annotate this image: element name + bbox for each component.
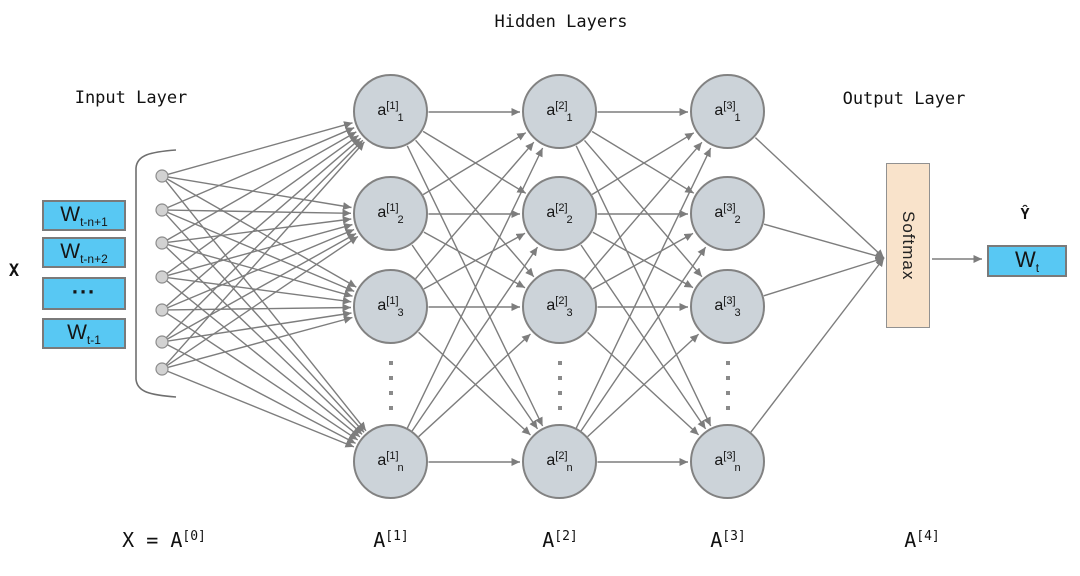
softmax-label: Softmax [899, 210, 918, 281]
output-box-wt: Wt [987, 245, 1067, 277]
hidden-node-a[3]-2: a[3]2 [690, 176, 765, 251]
layer-formula-1: A[1] [373, 528, 409, 552]
layer-formula-0: X = A[0] [122, 528, 206, 552]
hidden-node-a[1]-3: a[1]3 [353, 269, 428, 344]
input-bracket [135, 149, 177, 398]
hidden-node-a[2]-n: a[2]n [522, 424, 597, 499]
hidden-node-a[2]-3: a[2]3 [522, 269, 597, 344]
input-box-ellipsis: ... [42, 273, 126, 310]
softmax-box: Softmax [886, 163, 930, 328]
layer-formula-3: A[3] [710, 528, 746, 552]
layer-formula-2: A[2] [542, 528, 578, 552]
hidden-node-a[2]-1: a[2]1 [522, 74, 597, 149]
input-layer-label: Input Layer [74, 88, 188, 108]
ellipsis-dots [389, 361, 730, 410]
input-dots [155, 169, 169, 376]
hidden-node-a[3]-n: a[3]n [690, 424, 765, 499]
diagram-title: Hidden Layers [494, 12, 628, 32]
hidden-node-a[1]-1: a[1]1 [353, 74, 428, 149]
x-vector-label: X [8, 261, 20, 281]
input-box-w-t-n+1: Wt-n+1 [42, 200, 126, 231]
hidden-node-a[3]-1: a[3]1 [690, 74, 765, 149]
hidden-node-a[1]-n: a[1]n [353, 424, 428, 499]
input-box-w-t-n+2: Wt-n+2 [42, 237, 126, 268]
output-layer-label: Output Layer [842, 89, 966, 109]
hidden-node-a[2]-2: a[2]2 [522, 176, 597, 251]
y-hat-label: Ŷ [1020, 205, 1030, 223]
layer-formula-4: A[4] [904, 528, 940, 552]
hidden-node-a[3]-3: a[3]3 [690, 269, 765, 344]
input-box-w-t-1: Wt-1 [42, 318, 126, 349]
connection-edges [164, 108, 982, 466]
hidden-node-a[1]-2: a[1]2 [353, 176, 428, 251]
